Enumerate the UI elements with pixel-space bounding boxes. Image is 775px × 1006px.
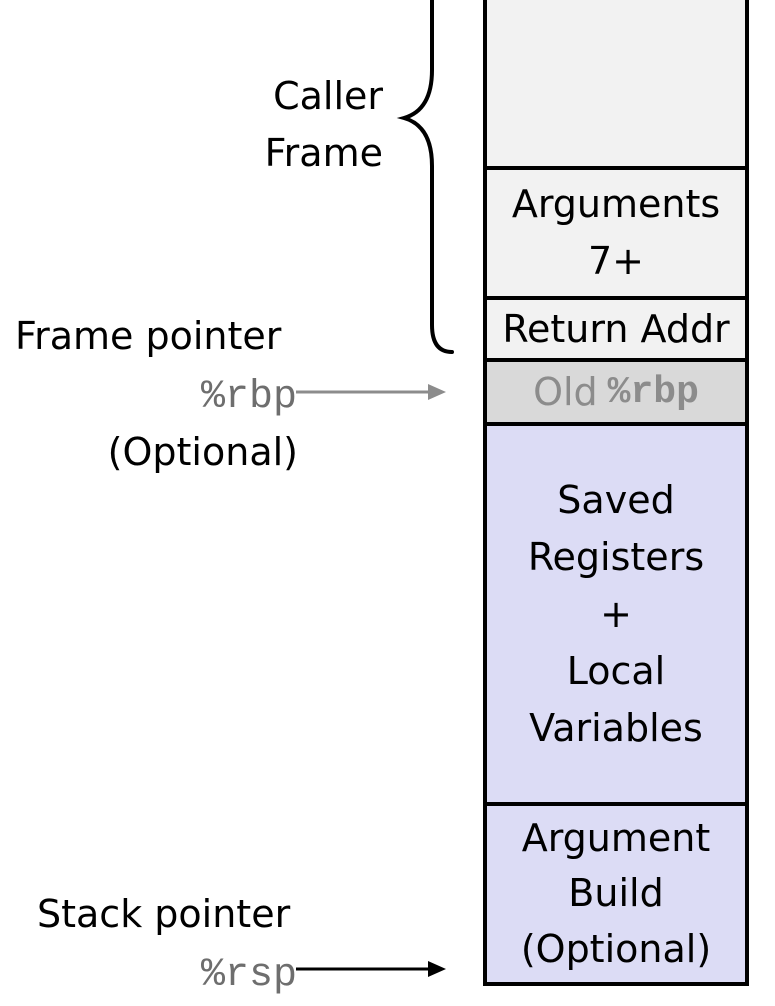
saved-line-1: Saved: [557, 477, 675, 522]
arguments-count: 7+: [587, 239, 645, 283]
old-rbp-block: Old % rbp: [483, 358, 749, 426]
caller-frame-line-2: Frame: [264, 131, 383, 175]
argbuild-line-1: Argument: [521, 816, 711, 861]
saved-line-3: +: [600, 591, 632, 636]
arguments-label: Arguments: [511, 182, 721, 226]
saved-line-2: Registers: [527, 534, 705, 579]
return-addr-block: Return Addr: [483, 296, 749, 362]
old-rbp-percent: %: [607, 370, 631, 414]
caller-frame-upper-block: [483, 0, 749, 170]
rsp-register-label: %rsp: [200, 953, 297, 998]
rbp-arrow: [296, 384, 446, 400]
argument-build-block: Argument Build (Optional): [483, 802, 749, 986]
rbp-register-label: %rbp: [200, 375, 297, 420]
old-rbp-prefix: Old: [533, 369, 598, 414]
argbuild-line-2: Build: [568, 871, 664, 916]
saved-line-5: Variables: [529, 705, 703, 750]
argbuild-line-3: (Optional): [520, 926, 712, 971]
caller-frame-line-1: Caller: [273, 74, 383, 118]
saved-registers-block: Saved Registers + Local Variables: [483, 422, 749, 806]
arguments-block: Arguments 7+: [483, 166, 749, 300]
rsp-arrow: [296, 961, 446, 977]
frame-pointer-optional-label: (Optional): [107, 430, 298, 474]
caller-frame-brace: [396, 0, 454, 354]
frame-pointer-label: Frame pointer: [15, 314, 282, 358]
saved-line-4: Local: [566, 648, 666, 693]
stack-pointer-label: Stack pointer: [37, 892, 291, 936]
old-rbp-register: rbp: [630, 370, 699, 414]
caller-frame-label: Caller Frame: [265, 68, 383, 182]
return-addr-label: Return Addr: [502, 306, 730, 351]
